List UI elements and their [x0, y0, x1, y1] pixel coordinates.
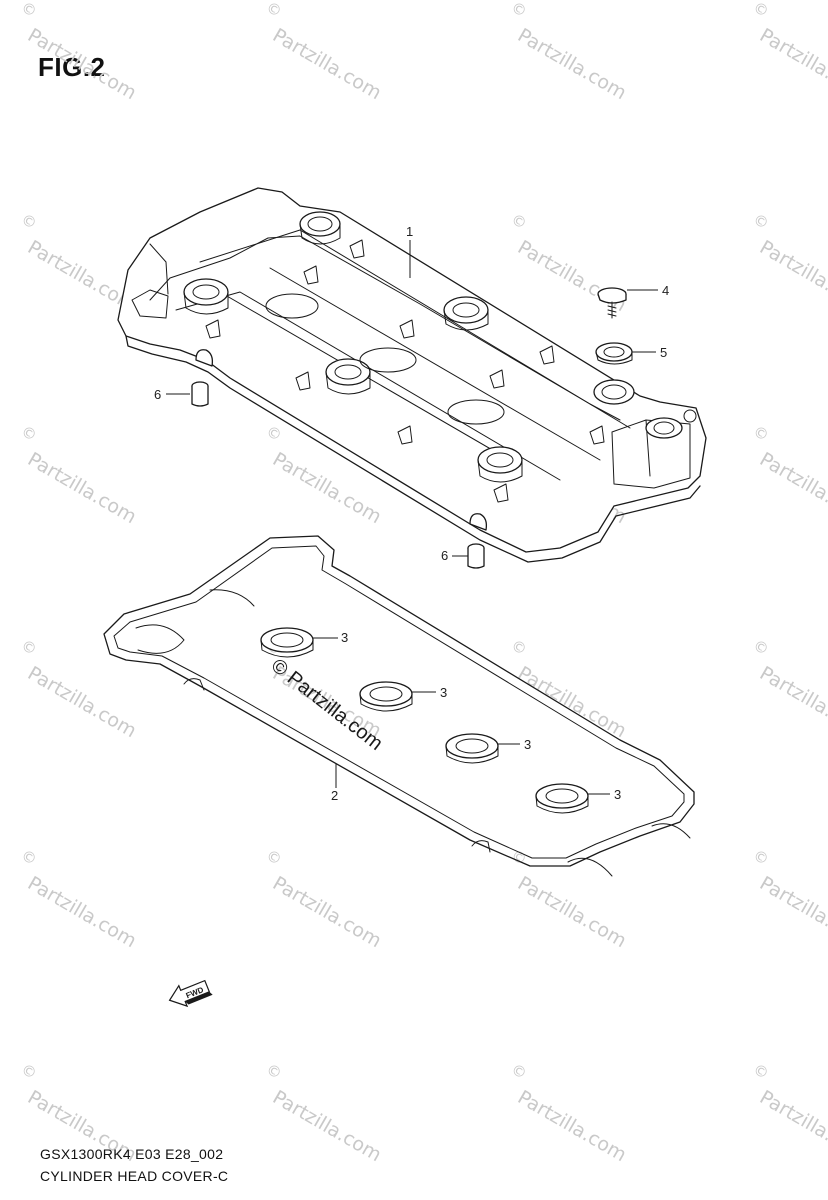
watermark-tile: © Partzilla.com: [750, 846, 828, 952]
watermark-text: Partzilla.com: [269, 24, 385, 104]
callout-2: 2: [331, 788, 338, 803]
watermark-copyright-symbol: ©: [18, 210, 40, 233]
diagram-code: GSX1300RK4 E03 E28_002: [40, 1146, 224, 1162]
leader-lines: [166, 240, 658, 795]
watermark-copyright-symbol: ©: [750, 1060, 772, 1083]
watermark-copyright-symbol: ©: [18, 636, 40, 659]
figure-label: FIG.2: [38, 52, 106, 82]
watermark-tile: © Partzilla.com: [263, 1060, 385, 1166]
watermark-tile: © Partzilla.com: [750, 1060, 828, 1166]
bolt-and-seal-drawing: [595, 287, 633, 365]
watermark-text: Partzilla.com: [24, 872, 140, 952]
callout-6-upper: 6: [154, 387, 161, 402]
watermark-tile: © Partzilla.com: [508, 1060, 630, 1166]
watermark-text: Partzilla.com: [269, 1086, 385, 1166]
watermark-copyright-symbol: ©: [263, 1060, 285, 1083]
watermark-text: Partzilla.com: [514, 24, 630, 104]
watermark-copyright-symbol: ©: [18, 846, 40, 869]
watermark-text: Partzilla.com: [24, 24, 140, 104]
watermark-tile: © Partzilla.com: [18, 0, 140, 104]
watermark-text: Partzilla.com: [24, 662, 140, 742]
watermark-tile: © Partzilla.com: [263, 0, 385, 104]
watermark-copyright-symbol: ©: [263, 422, 285, 445]
watermark-copyright-symbol: ©: [750, 210, 772, 233]
callout-5: 5: [660, 345, 667, 360]
watermark-text: Partzilla.com: [756, 1086, 828, 1166]
watermark-text: Partzilla.com: [756, 24, 828, 104]
watermark-tile: © Partzilla.com: [263, 846, 385, 952]
watermark-text: Partzilla.com: [756, 448, 828, 528]
watermark-copyright-symbol: ©: [263, 846, 285, 869]
watermark-text: Partzilla.com: [514, 1086, 630, 1166]
callout-1: 1: [406, 224, 413, 239]
watermark-copyright-symbol: ©: [18, 422, 40, 445]
watermark-copyright-symbol: ©: [750, 846, 772, 869]
watermark-text: Partzilla.com: [756, 662, 828, 742]
watermark-text: Partzilla.com: [24, 448, 140, 528]
watermark-copyright-symbol: ©: [508, 1060, 530, 1083]
callout-3-second: 3: [440, 685, 447, 700]
watermark-text: Partzilla.com: [756, 872, 828, 952]
watermark-text: Partzilla.com: [514, 872, 630, 952]
watermark-copyright-symbol: ©: [18, 0, 40, 21]
watermark-copyright-symbol: ©: [508, 210, 530, 233]
watermark-copyright-symbol: ©: [263, 0, 285, 21]
fwd-arrow-icon: FWD: [168, 979, 213, 1008]
watermark-copyright-symbol: ©: [750, 0, 772, 21]
callout-4: 4: [662, 283, 669, 298]
watermark-tile: © Partzilla.com: [750, 422, 828, 528]
diagram-title: CYLINDER HEAD COVER-C: [40, 1168, 229, 1184]
watermark-copyright-symbol: ©: [18, 1060, 40, 1083]
watermark-tile: © Partzilla.com: [750, 636, 828, 742]
watermark-tile: © Partzilla.com: [750, 210, 828, 316]
watermark-copyright-symbol: ©: [750, 636, 772, 659]
watermark-tile: © Partzilla.com: [750, 0, 828, 104]
callout-3-fourth: 3: [614, 787, 621, 802]
watermark-text: Partzilla.com: [756, 236, 828, 316]
watermark-copyright-symbol: ©: [750, 422, 772, 445]
watermark-tile: © Partzilla.com: [18, 422, 140, 528]
watermark-layer: © Partzilla.com © Partzilla.com © Partzilla.c…: [18, 0, 828, 1166]
watermark-text: Partzilla.com: [269, 872, 385, 952]
callout-6-lower: 6: [441, 548, 448, 563]
cylinder-head-cover-drawing: [117, 187, 707, 563]
watermark-text: Partzilla.com: [514, 662, 630, 742]
watermark-text: Partzilla.com: [514, 236, 630, 316]
watermark-tile: © Partzilla.com: [508, 0, 630, 104]
dowel-pins-drawing: [191, 381, 485, 569]
cover-gasket-drawing: [103, 535, 695, 877]
center-watermark: © Partzilla.com: [267, 655, 387, 755]
callout-3-third: 3: [524, 737, 531, 752]
watermark-copyright-symbol: ©: [508, 636, 530, 659]
callout-3-first: 3: [341, 630, 348, 645]
watermark-tile: © Partzilla.com: [18, 846, 140, 952]
watermark-copyright-symbol: ©: [508, 0, 530, 21]
